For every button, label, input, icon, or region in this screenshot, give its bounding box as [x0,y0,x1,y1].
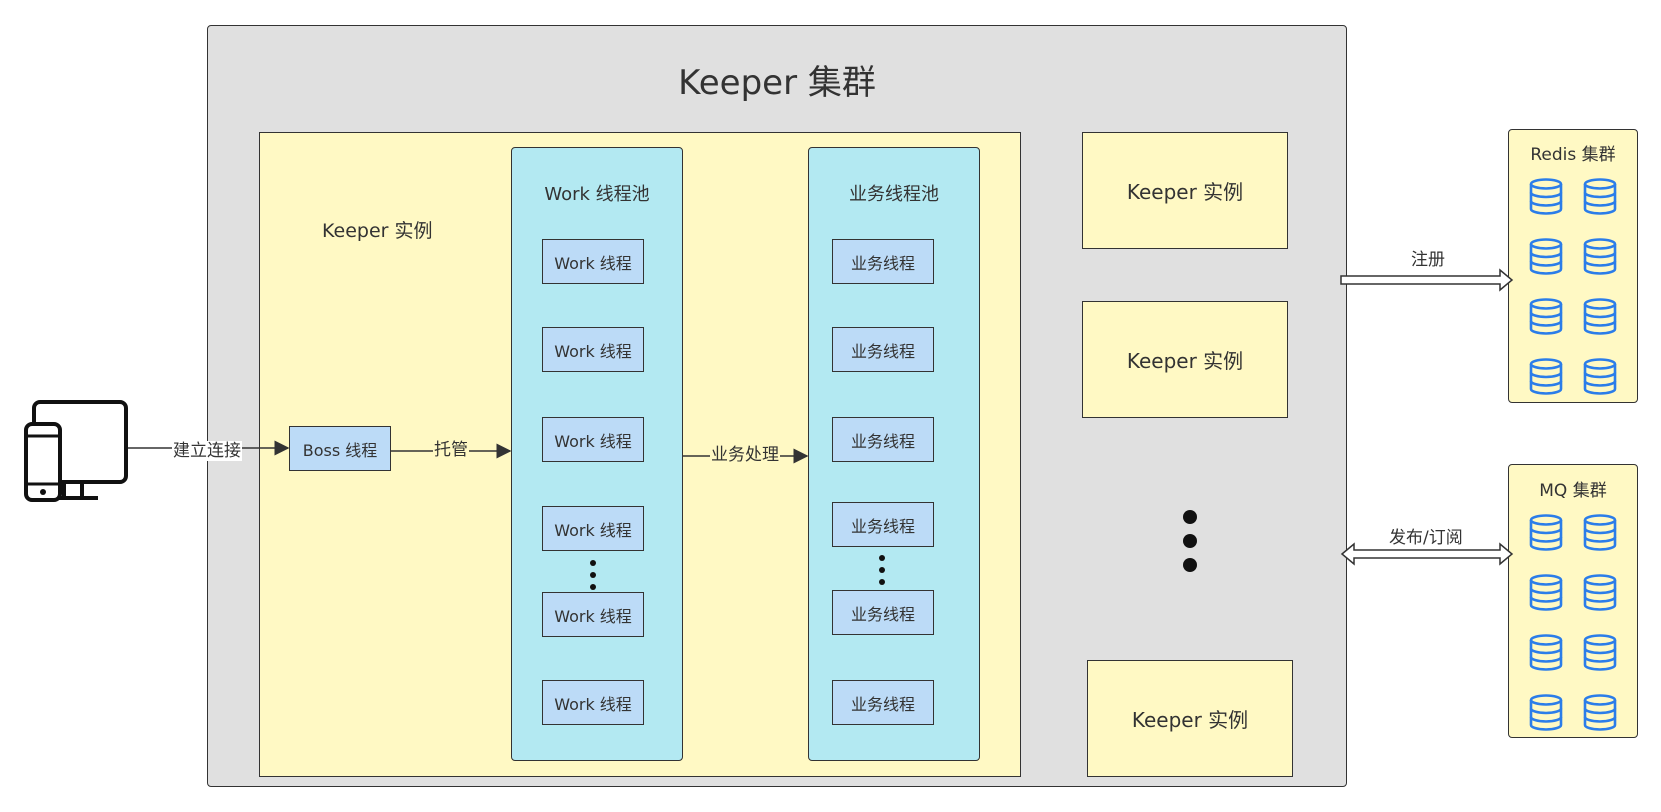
keeper-instance-2: Keeper 实例 [1082,132,1288,249]
work-thread: Work 线程 [542,680,644,725]
mq-node-grid [1528,514,1618,732]
database-icon [1583,298,1617,335]
database-icon [1583,574,1617,611]
redis-cluster [1508,129,1638,403]
database-icon [1583,694,1617,731]
database-icon [1529,694,1563,731]
pubsub-edge-label: 发布/订阅 [1389,528,1463,548]
business-thread: 业务线程 [832,680,934,725]
register-arrow [1340,268,1514,292]
work-thread: Work 线程 [542,327,644,372]
work-thread: Work 线程 [542,506,644,551]
database-icon [1529,574,1563,611]
business-thread-ellipsis [879,555,885,585]
keeper-instance-4: Keeper 实例 [1087,660,1293,777]
work-thread: Work 线程 [542,592,644,637]
work-thread: Work 线程 [542,417,644,462]
database-icon [1583,238,1617,275]
business-thread: 业务线程 [832,590,934,635]
database-icon [1529,358,1563,395]
computer-and-phone-icon [24,400,128,502]
process-edge-label: 业务处理 [710,445,780,465]
database-icon [1583,178,1617,215]
boss-thread: Boss 线程 [289,426,391,471]
redis-cluster-title: Redis 集群 [1530,145,1616,165]
mq-cluster-title: MQ 集群 [1539,481,1607,501]
database-icon [1529,298,1563,335]
database-icon [1583,514,1617,551]
work-pool-title: Work 线程池 [544,184,650,205]
database-icon [1583,358,1617,395]
database-icon [1529,514,1563,551]
business-thread: 业务线程 [832,239,934,284]
handoff-edge-label: 托管 [433,440,469,460]
keeper-instance-3: Keeper 实例 [1082,301,1288,418]
redis-node-grid [1528,178,1618,396]
database-icon [1529,238,1563,275]
more-instances-ellipsis [1183,510,1197,572]
cluster-title: Keeper 集群 [678,63,876,103]
database-icon [1529,178,1563,215]
work-thread: Work 线程 [542,239,644,284]
connect-edge-label: 建立连接 [172,441,242,461]
business-thread: 业务线程 [832,502,934,547]
database-icon [1529,634,1563,671]
business-thread: 业务线程 [832,327,934,372]
instance-label: Keeper 实例 [322,220,433,242]
work-thread-ellipsis [590,560,596,590]
pubsub-arrow [1340,542,1514,566]
business-thread: 业务线程 [832,417,934,462]
mq-cluster [1508,464,1638,738]
business-pool-title: 业务线程池 [849,184,939,205]
database-icon [1583,634,1617,671]
register-edge-label: 注册 [1411,250,1445,270]
